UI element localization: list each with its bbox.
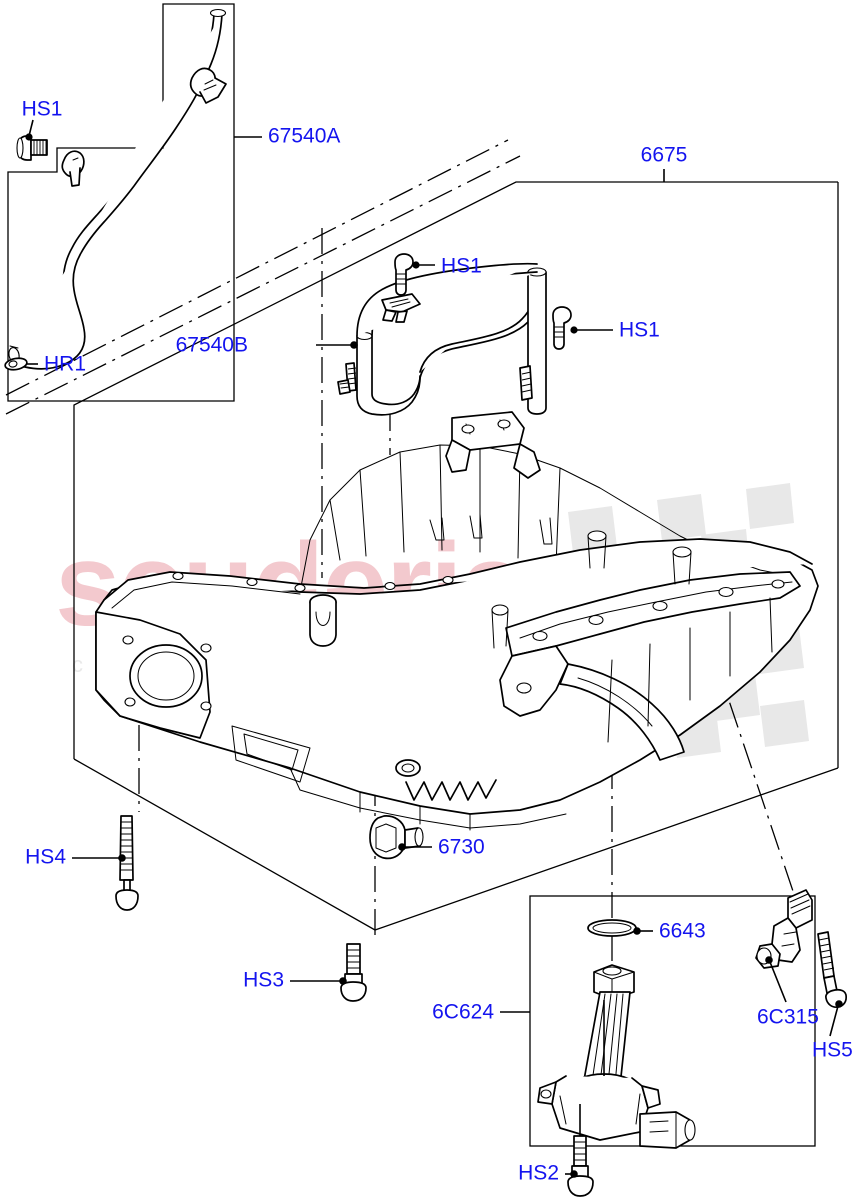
callout-label-hs4: HS4: [25, 846, 66, 869]
callout-label-hr1: HR1: [44, 353, 86, 376]
callout-label-6675: 6675: [641, 144, 688, 167]
part-67540b-oil-tube: [337, 262, 547, 416]
callout-6730[interactable]: 6730: [398, 836, 485, 859]
part-hs4-long-bolt: [115, 815, 139, 911]
callout-label-hs3: HS3: [243, 969, 284, 992]
part-hs2-bolt: [567, 1135, 594, 1197]
callout-dot: [25, 133, 33, 141]
frame-67540a: [7, 3, 235, 402]
callout-hs2[interactable]: HS2: [518, 1162, 578, 1185]
callout-6c624[interactable]: 6C624: [432, 1001, 530, 1024]
callout-dot: [118, 854, 126, 862]
part-6643-o-ring: [587, 919, 637, 937]
callout-label-hs2: HS2: [518, 1162, 559, 1185]
callout-dot: [570, 1170, 578, 1178]
part-hs1-bolt-right: [552, 306, 572, 350]
callout-label-6c624: 6C624: [432, 1001, 494, 1024]
callout-dot: [339, 977, 347, 985]
callout-6675[interactable]: 6675: [641, 144, 688, 182]
callout-hs3[interactable]: HS3: [243, 969, 347, 992]
callout-dot: [835, 1000, 843, 1008]
callout-label-6c315: 6C315: [757, 1006, 819, 1029]
callout-dot: [765, 956, 773, 964]
part-hr1-seal-ring: [4, 357, 28, 371]
part-hs3-bolt: [340, 943, 367, 1002]
callout-6c315[interactable]: 6C315: [757, 956, 819, 1029]
callout-label-67540b: 67540B: [176, 334, 248, 357]
part-6730-drain-plug: [369, 815, 424, 860]
part-67540a-oil-tube: [8, 8, 227, 370]
callout-hs1-right[interactable]: HS1: [570, 319, 660, 342]
callout-label-6730: 6730: [438, 836, 485, 859]
part-hs5-bolt: [817, 931, 848, 1008]
callout-hs5[interactable]: HS5: [812, 1000, 853, 1062]
callout-label-hs5: HS5: [812, 1039, 853, 1062]
callout-dot: [350, 341, 358, 349]
callout-hs4[interactable]: HS4: [25, 846, 126, 869]
callout-67540a[interactable]: 67540A: [234, 125, 340, 148]
callout-6643[interactable]: 6643: [633, 920, 706, 943]
callout-label-67540a: 67540A: [268, 125, 340, 148]
callout-dot: [412, 261, 420, 269]
part-hs1-bolt-mid: [394, 253, 414, 296]
callout-dot: [633, 927, 641, 935]
callout-label-hs1-right: HS1: [619, 319, 660, 342]
callout-dot: [398, 843, 406, 851]
callout-dot: [570, 326, 578, 334]
callout-hs1-top-left[interactable]: HS1: [22, 98, 63, 141]
part-6c315-sensor: [755, 889, 813, 969]
callout-hr1[interactable]: HR1: [26, 353, 86, 376]
part-6675-oil-pan: [95, 411, 819, 831]
callout-layer: HS1 67540A 6675 HS1 HS1: [22, 98, 853, 1185]
callout-label-6643: 6643: [659, 920, 706, 943]
callout-hs1-mid[interactable]: HS1: [412, 255, 482, 278]
part-6c624-oil-level-sensor: [537, 964, 696, 1149]
callout-label-hs1-mid: HS1: [441, 255, 482, 278]
callout-label-hs1-top-left: HS1: [22, 98, 63, 121]
callout-67540b[interactable]: 67540B: [176, 334, 358, 357]
part-hs1-bolt-top-left: [16, 135, 48, 161]
